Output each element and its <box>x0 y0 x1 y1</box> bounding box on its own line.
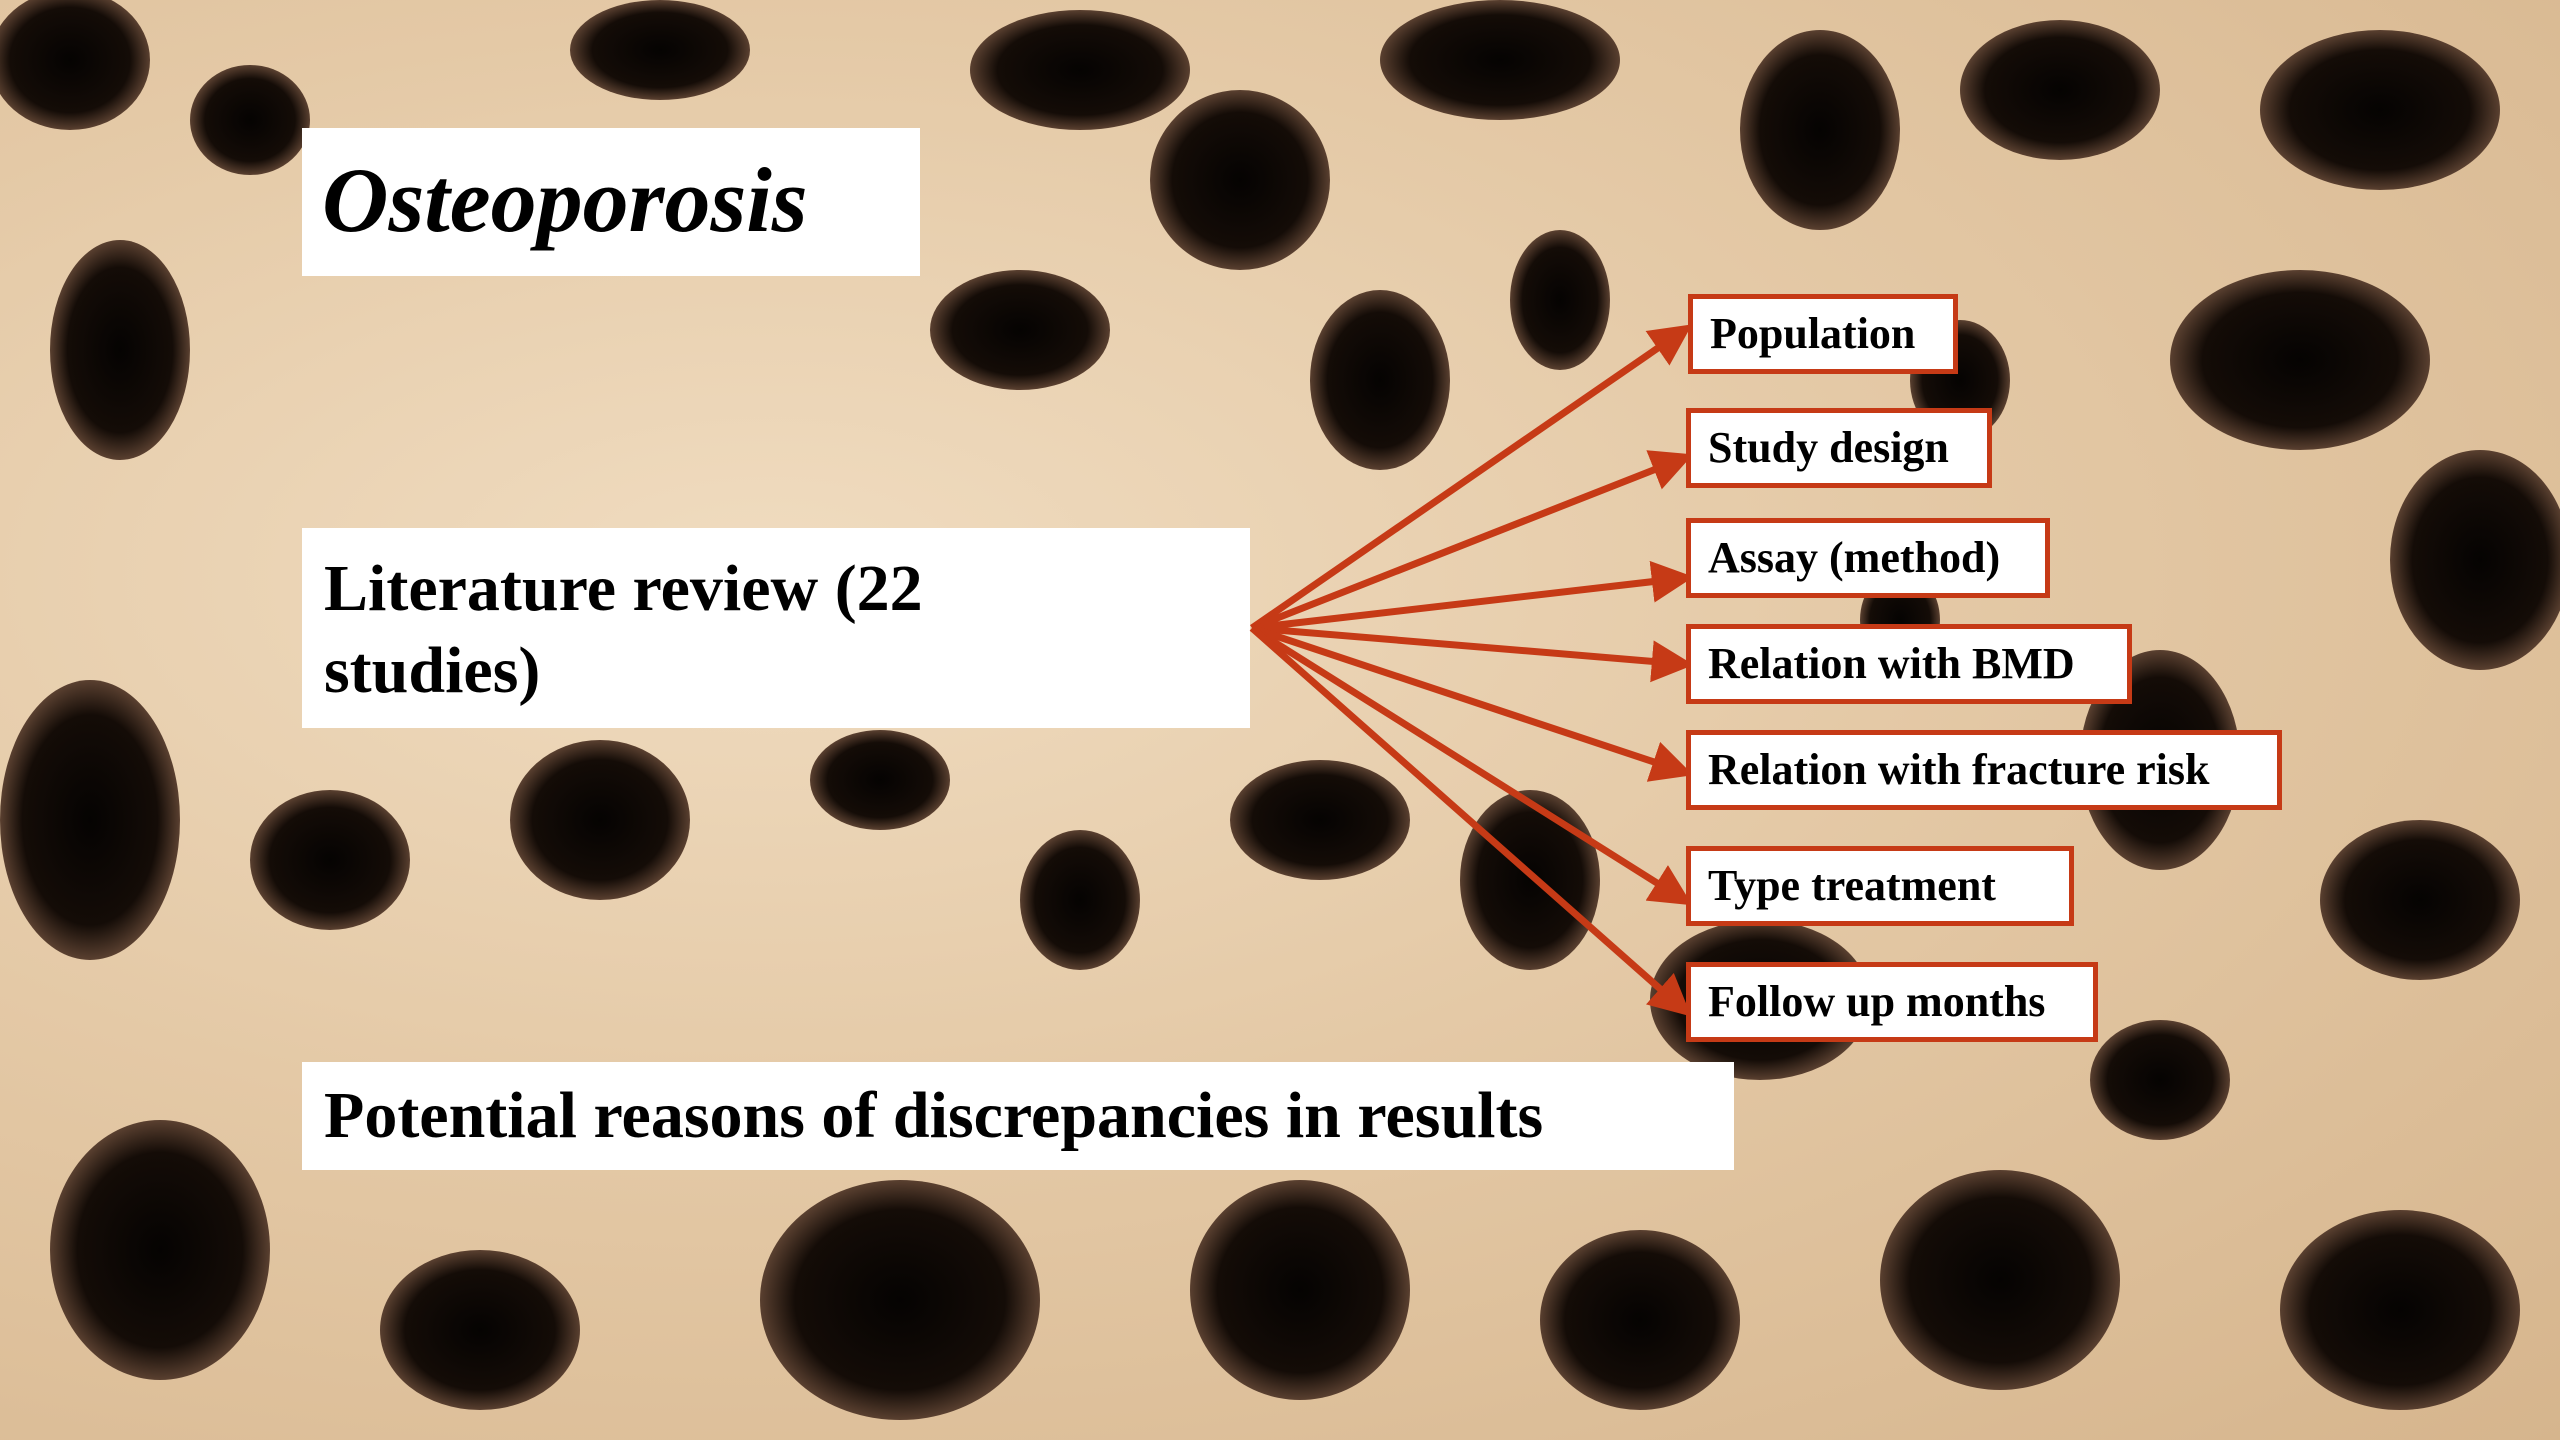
category-label: Population <box>1710 309 1915 358</box>
category-study-design: Study design <box>1686 408 1992 488</box>
category-label: Type treatment <box>1708 861 1996 910</box>
category-population: Population <box>1688 294 1958 374</box>
arrow-to-relation-fracture <box>1252 628 1684 772</box>
category-assay: Assay (method) <box>1686 518 2050 598</box>
category-label: Study design <box>1708 423 1949 472</box>
category-label: Relation with BMD <box>1708 639 2075 688</box>
category-relation-fracture: Relation with fracture risk <box>1686 730 2282 810</box>
category-label: Follow up months <box>1708 977 2045 1026</box>
category-relation-bmd: Relation with BMD <box>1686 624 2132 704</box>
category-type-treatment: Type treatment <box>1686 846 2074 926</box>
category-follow-up: Follow up months <box>1686 962 2098 1042</box>
arrow-to-follow-up <box>1252 628 1684 1010</box>
arrow-to-type-treatment <box>1252 628 1684 900</box>
category-label: Assay (method) <box>1708 533 2000 582</box>
category-label: Relation with fracture risk <box>1708 745 2209 794</box>
